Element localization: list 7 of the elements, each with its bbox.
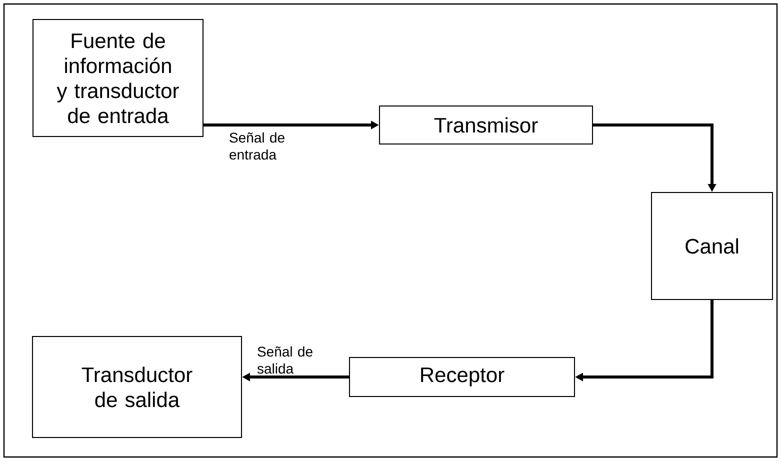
process-box: Canal (651, 192, 773, 300)
process-box: Fuente de información y transductor de entrada (32, 19, 204, 137)
process-box: Transductor de salida (32, 336, 242, 438)
process-box: Transmisor (379, 106, 593, 144)
edge-label: Señal de entrada (230, 132, 284, 160)
process-box: Receptor (349, 357, 575, 397)
edge-label: Señal de salida (257, 346, 312, 374)
